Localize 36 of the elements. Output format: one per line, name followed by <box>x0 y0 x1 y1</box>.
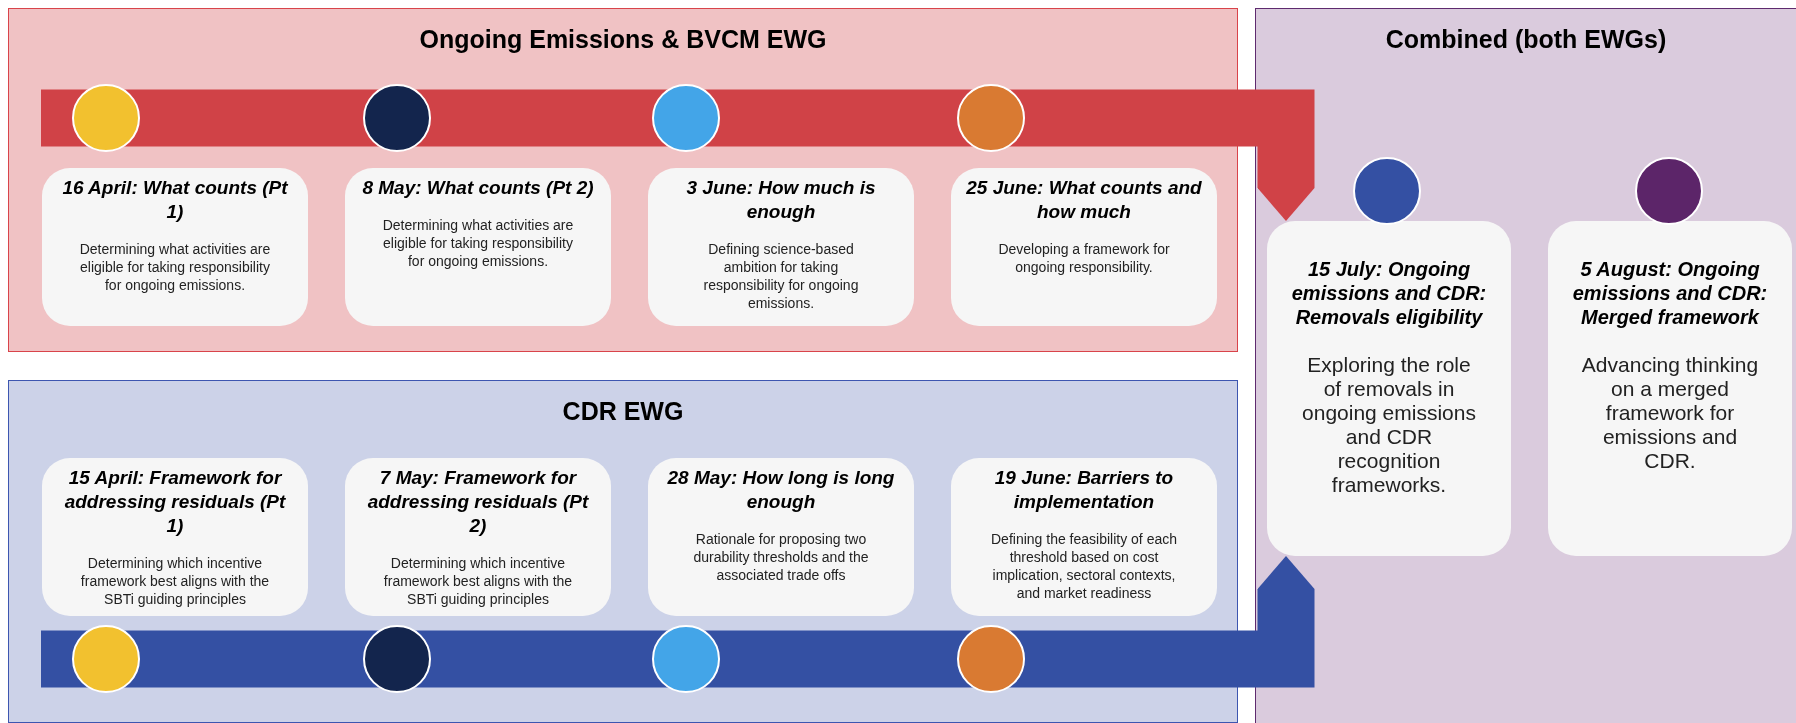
timeline-arrow <box>41 556 1315 688</box>
session-description: Exploring the role of removals in ongoing emissions and CDR recognition frameworks. <box>1301 353 1477 497</box>
session-description: Determining which incentive framework best aligns with the SBTi guiding principles <box>79 554 271 608</box>
session-card <box>1267 221 1511 556</box>
session-title: 25 June: What counts and how much <box>965 176 1203 224</box>
session-description: Defining science-based ambition for taking responsibility for ongoing emissions. <box>702 240 860 312</box>
session-card <box>345 458 611 616</box>
session-card <box>345 168 611 326</box>
session-title: 5 August: Ongoing emissions and CDR: Merged framework <box>1571 257 1769 329</box>
panel-title: Ongoing Emissions & BVCM EWG <box>418 24 828 55</box>
session-card <box>951 458 1217 616</box>
session-card <box>42 168 308 326</box>
session-card <box>1548 221 1792 556</box>
session-card <box>951 168 1217 326</box>
session-description: Determining what activities are eligible for taking responsibility for ongoing emissions. <box>381 216 575 270</box>
session-card <box>648 168 914 326</box>
panel-title: CDR EWG <box>561 396 685 427</box>
session-description: Rationale for proposing two durability thresholds and the associated trade offs <box>692 530 870 584</box>
session-title: 19 June: Barriers to implementation <box>993 466 1175 514</box>
session-title: 7 May: Framework for addressing residuals (Pt 2) <box>366 466 590 538</box>
group-panel <box>1255 8 1796 723</box>
timeline-arrow <box>41 89 1315 221</box>
session-card <box>648 458 914 616</box>
session-title: 16 April: What counts (Pt 1) <box>61 176 289 224</box>
session-title: 15 July: Ongoing emissions and CDR: Removals eligibility <box>1290 257 1488 329</box>
session-description: Defining the feasibility of each threshold based on cost implication, sectoral contexts, and market readiness <box>990 530 1178 602</box>
session-title: 28 May: How long is long enough <box>666 466 896 514</box>
session-description: Advancing thinking on a merged framework for emissions and CDR. <box>1580 353 1760 473</box>
session-title: 15 April: Framework for addressing residuals (Pt 1) <box>63 466 287 538</box>
session-description: Determining which incentive framework best aligns with the SBTi guiding principles <box>382 554 574 608</box>
panel-title: Combined (both EWGs) <box>1384 24 1668 55</box>
session-title: 8 May: What counts (Pt 2) <box>362 176 594 200</box>
session-card <box>42 458 308 616</box>
session-description: Determining what activities are eligible for taking responsibility for ongoing emissions. <box>78 240 272 294</box>
session-description: Developing a framework for ongoing responsibility. <box>997 240 1171 276</box>
session-title: 3 June: How much is enough <box>685 176 877 224</box>
